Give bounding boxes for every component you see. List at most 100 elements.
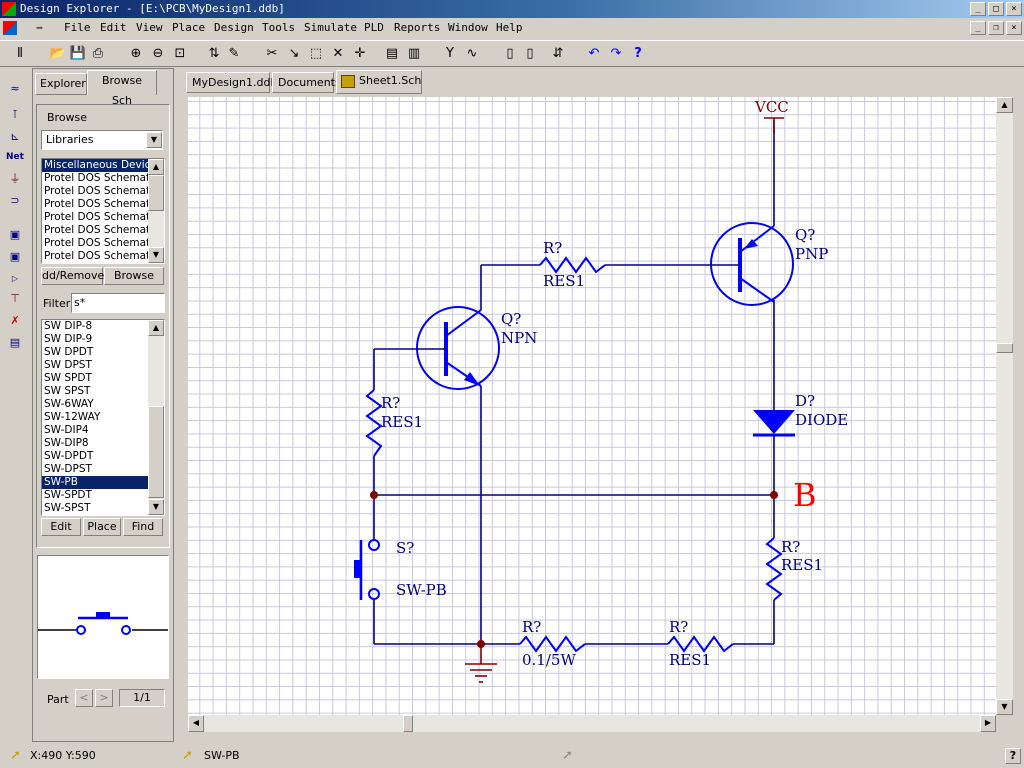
book-icon[interactable]: ▯: [506, 46, 514, 61]
component-item[interactable]: SW-DPDT: [44, 450, 94, 462]
scroll-up-button[interactable]: ▲: [996, 97, 1013, 113]
vertical-scrollbar[interactable]: ▲ ▼: [996, 97, 1013, 715]
menu-help[interactable]: Help: [496, 21, 523, 34]
tab-mydesign1[interactable]: MyDesign1.ddb: [186, 72, 277, 93]
component-item[interactable]: SW DPST: [44, 359, 92, 371]
sheet-symbol-icon[interactable]: ▣: [9, 228, 21, 241]
menu-file[interactable]: File: [64, 21, 91, 34]
library-item[interactable]: Protel DOS Schemati: [44, 198, 148, 210]
sort-icon[interactable]: ⇵: [552, 46, 564, 61]
resistor-left[interactable]: R? RES1: [365, 389, 423, 457]
chevron-down-icon[interactable]: ▼: [146, 132, 162, 148]
redo-icon[interactable]: ↷: [610, 46, 622, 61]
cross-probe-icon[interactable]: ✎: [228, 46, 240, 61]
scroll-right-button[interactable]: ▶: [980, 715, 996, 732]
schematic-drawing[interactable]: VCC Q? PNP Q? NPN R? RES1: [188, 97, 996, 715]
vcc-power-port[interactable]: VCC: [754, 98, 789, 134]
tab-documents[interactable]: Documents: [272, 72, 341, 93]
scroll-down-button[interactable]: ▼: [996, 699, 1013, 715]
filter-input[interactable]: s*: [71, 293, 165, 313]
horizontal-scroll-thumb[interactable]: [403, 715, 413, 732]
library-item[interactable]: Protel DOS Schemati: [44, 211, 148, 223]
paste-icon[interactable]: ↘: [288, 46, 300, 61]
menu-design[interactable]: Design: [214, 21, 254, 34]
npn-transistor[interactable]: Q? NPN: [416, 306, 537, 390]
browse-select[interactable]: Libraries ▼: [41, 130, 163, 150]
menu-window[interactable]: Window: [448, 21, 488, 34]
menu-simulate[interactable]: Simulate: [304, 21, 357, 34]
minimize-button[interactable]: _: [970, 2, 986, 16]
tab-browse-sch[interactable]: Browse Sch: [87, 70, 157, 107]
bus-icon[interactable]: ⊺: [12, 108, 18, 121]
zoom-in-icon[interactable]: ⊕: [130, 46, 142, 61]
component-item[interactable]: SW-DIP4: [44, 424, 89, 436]
menu-edit[interactable]: Edit: [100, 21, 127, 34]
component-item[interactable]: SW-SPST: [44, 502, 91, 514]
component-item[interactable]: SW DIP-9: [44, 333, 93, 345]
component-scrollbar[interactable]: ▲ ▼: [148, 320, 164, 515]
pcb-layout-icon[interactable]: ▤: [9, 336, 21, 349]
library-scrollbar[interactable]: ▲ ▼: [148, 159, 164, 263]
move-icon[interactable]: ✛: [354, 46, 366, 61]
tab-sheet1[interactable]: Sheet1.Sch: [336, 70, 422, 94]
component-item[interactable]: SW-PB: [42, 476, 148, 489]
no-erc-icon[interactable]: ✗: [10, 314, 20, 327]
library-item[interactable]: Protel DOS Schemati: [44, 172, 148, 184]
open-icon[interactable]: 📂: [49, 46, 67, 61]
probe-icon[interactable]: Y: [446, 46, 454, 61]
menu-reports[interactable]: Reports: [394, 21, 441, 34]
component-scroll-thumb[interactable]: [148, 406, 164, 498]
component-item[interactable]: SW SPDT: [44, 372, 92, 384]
net-label-icon[interactable]: Net: [6, 152, 24, 162]
doc-minimize-button[interactable]: _: [970, 21, 986, 35]
io-port-icon[interactable]: ▷: [11, 274, 19, 283]
ground-symbol[interactable]: [465, 644, 497, 683]
resistor-top[interactable]: R? RES1: [539, 239, 606, 290]
edit-button[interactable]: Edit: [41, 518, 81, 536]
wire-icon[interactable]: ≈: [10, 82, 20, 95]
component-item[interactable]: SW-12WAY: [44, 411, 101, 423]
find-button[interactable]: Find: [123, 518, 163, 536]
part-next-button[interactable]: >: [95, 689, 113, 707]
scroll-left-button[interactable]: ◀: [188, 715, 204, 732]
zoom-out-icon[interactable]: ⊖: [152, 46, 164, 61]
ground-icon[interactable]: ⏚: [9, 172, 21, 185]
junction-icon[interactable]: ⊤: [10, 292, 20, 305]
browse-library-icon[interactable]: ▥: [407, 46, 421, 61]
close-button[interactable]: ×: [1006, 2, 1022, 16]
library-icon[interactable]: ▤: [385, 46, 399, 61]
print-icon[interactable]: ⎙: [92, 46, 104, 61]
part-editor-icon[interactable]: ▯: [526, 46, 534, 61]
component-item[interactable]: SW-DPST: [44, 463, 92, 475]
component-item[interactable]: SW-6WAY: [44, 398, 94, 410]
menu-pld[interactable]: PLD: [364, 21, 384, 34]
help-icon[interactable]: ?: [634, 46, 642, 61]
library-item[interactable]: Protel DOS Schemati: [44, 250, 148, 262]
library-item[interactable]: Miscellaneous Devic: [42, 159, 148, 172]
resistor-bottom-1[interactable]: R? 0.1/5W: [519, 618, 586, 669]
maximize-button[interactable]: □: [988, 2, 1004, 16]
zoom-fit-icon[interactable]: ⊡: [174, 46, 186, 61]
library-item[interactable]: Protel DOS Schemati: [44, 185, 148, 197]
component-item[interactable]: SW DIP-8: [44, 320, 93, 332]
sheet-entry-icon[interactable]: ▣: [9, 250, 21, 263]
doc-restore-button[interactable]: ❐: [988, 21, 1004, 35]
undo-icon[interactable]: ↶: [588, 46, 600, 61]
place-button[interactable]: Place: [83, 518, 121, 536]
library-item[interactable]: Protel DOS Schemati: [44, 224, 148, 236]
status-help-icon[interactable]: ?: [1005, 748, 1021, 764]
resistor-bottom-2[interactable]: R? RES1: [667, 618, 734, 669]
pnp-transistor[interactable]: Q? PNP: [709, 222, 828, 306]
library-item[interactable]: Protel DOS Schemati: [44, 237, 148, 249]
diode[interactable]: D? DIODE: [753, 392, 848, 437]
component-item[interactable]: SW SPST: [44, 385, 91, 397]
cut-icon[interactable]: ✂: [266, 46, 278, 61]
component-item[interactable]: SW-DIP8: [44, 437, 89, 449]
schematic-canvas[interactable]: VCC Q? PNP Q? NPN R? RES1: [188, 97, 996, 715]
add-remove-button[interactable]: dd/Remove: [41, 267, 104, 285]
bus-entry-icon[interactable]: ⊾: [10, 130, 20, 143]
doc-close-button[interactable]: ×: [1006, 21, 1022, 35]
component-item[interactable]: SW-SPDT: [44, 489, 92, 501]
